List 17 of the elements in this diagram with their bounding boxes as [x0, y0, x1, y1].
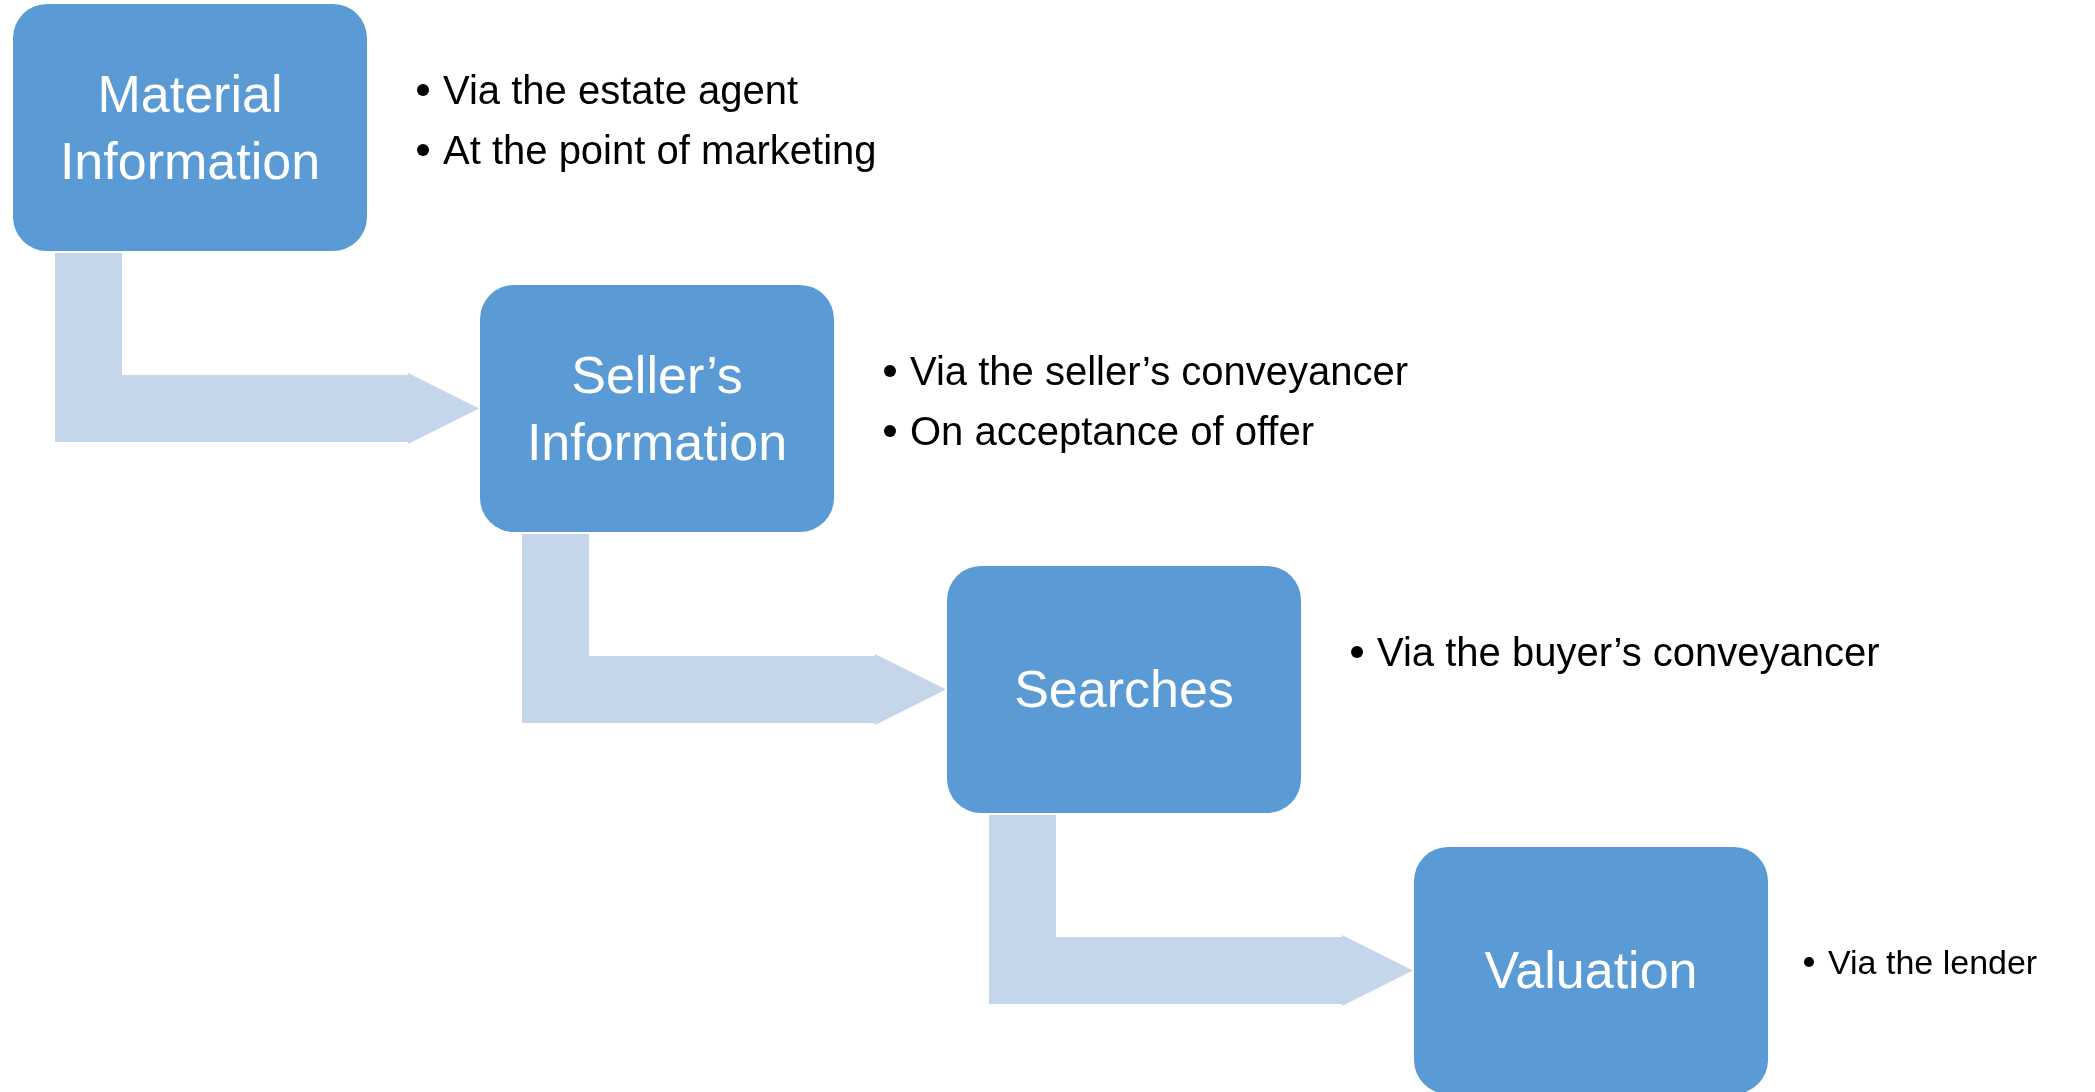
bent-arrow — [55, 253, 479, 444]
process-box — [1414, 847, 1768, 1092]
bullet-note: Via the seller’s conveyancer — [910, 351, 1409, 391]
step-title: Seller’s Information — [525, 344, 789, 473]
step-title: Searches — [1014, 659, 1234, 721]
step-title: Material Information — [58, 63, 322, 192]
process-box — [947, 566, 1301, 813]
bent-arrow — [522, 534, 946, 725]
bullet-note: On acceptance of offer — [910, 411, 1314, 451]
bullet-note: At the point of marketing — [443, 130, 877, 170]
bullet-note: Via the estate agent — [443, 70, 799, 110]
process-box — [13, 4, 367, 251]
bent-arrow — [989, 815, 1413, 1006]
step-title: Valuation — [1484, 940, 1698, 1002]
bullet-note: Via the lender — [1828, 945, 2038, 979]
process-box — [480, 285, 834, 532]
bullet-note: Via the buyer’s conveyancer — [1377, 632, 1880, 672]
